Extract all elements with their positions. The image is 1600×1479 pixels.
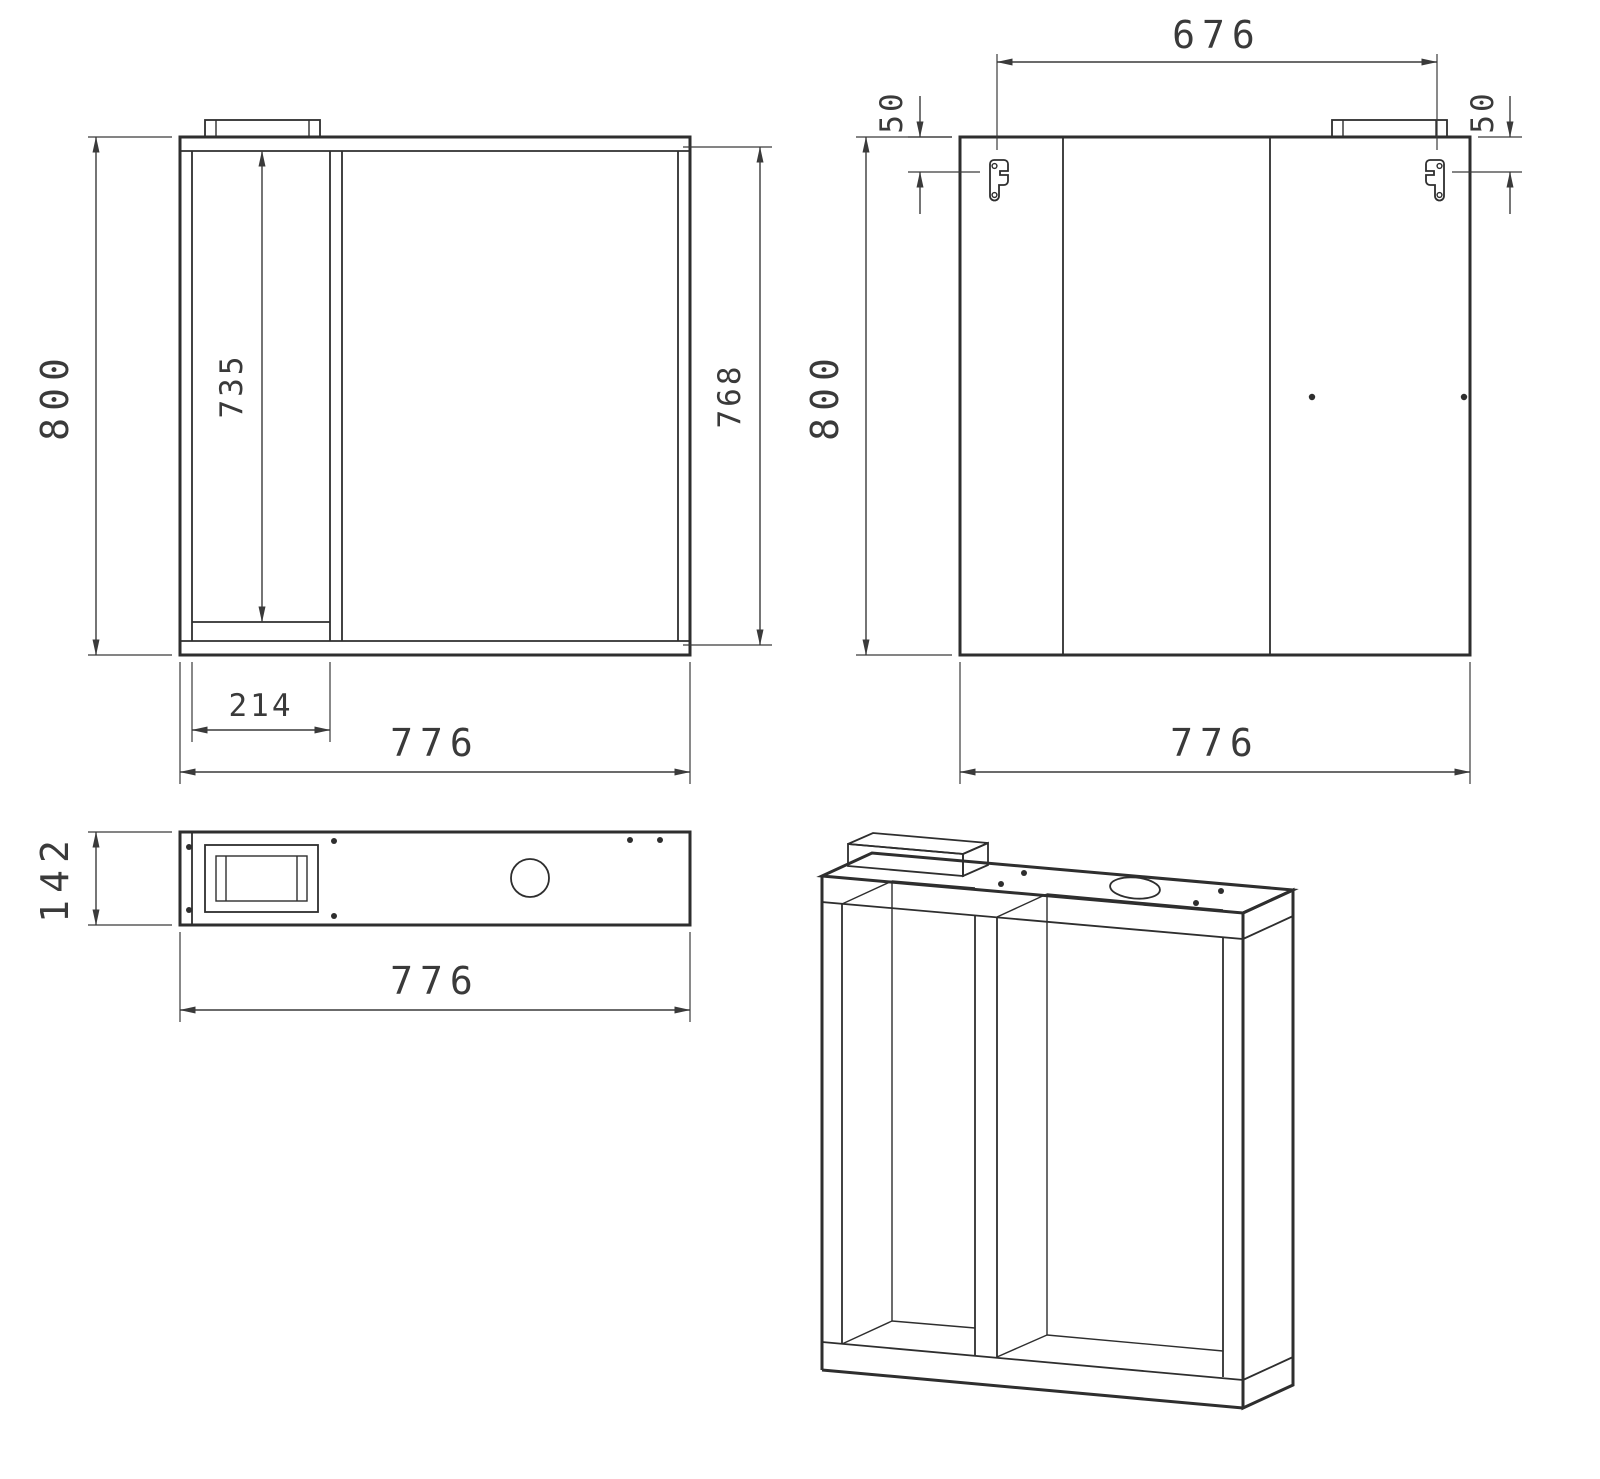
back-view-dimensions: 676 50 50 800 776 <box>803 13 1522 784</box>
bottom-depth-dim-label: 142 <box>33 833 77 923</box>
back-height-dim-label: 800 <box>803 351 847 441</box>
front-height-dim-label: 800 <box>33 351 77 441</box>
back-hanger-offset-right-dim-label: 50 <box>1465 90 1501 133</box>
hanger-bracket-icon <box>989 159 1009 202</box>
iso-lamp-box <box>847 832 989 878</box>
bottom-width-dim-label: 776 <box>390 959 480 1003</box>
front-cabinet-outline <box>178 135 692 657</box>
back-lamp-box <box>1331 119 1448 138</box>
front-width-dim-label: 776 <box>390 721 480 765</box>
iso-cable-hole <box>1109 876 1161 900</box>
isometric-view <box>816 832 1299 1411</box>
back-screw-dot <box>1308 393 1316 401</box>
back-hanger-offset-left-dim-label: 50 <box>874 90 910 133</box>
back-hanger-spacing-dim-label: 676 <box>1172 13 1262 57</box>
back-view-cabinet <box>958 119 1472 657</box>
back-view: 676 50 50 800 776 <box>803 13 1522 784</box>
back-cabinet-outline <box>958 135 1472 657</box>
front-lamp-box <box>204 119 321 138</box>
bottom-view: 142 776 <box>33 830 692 1022</box>
front-inner-height-dim-label: 735 <box>214 354 250 419</box>
bottom-cable-hole <box>510 858 550 898</box>
back-screw-dot <box>1460 393 1468 401</box>
front-shelf-width-dim-label: 214 <box>229 688 294 724</box>
bottom-lamp-footprint <box>204 844 319 913</box>
front-view-dimensions: 800 735 768 214 776 <box>33 136 772 784</box>
front-view-cabinet <box>178 119 692 657</box>
front-door-height-dim-label: 768 <box>712 364 748 429</box>
front-view: 800 735 768 214 776 <box>33 119 772 784</box>
bottom-view-cabinet <box>178 830 692 927</box>
iso-right-side <box>1241 887 1295 1411</box>
bottom-cabinet-outline <box>178 830 692 927</box>
hanger-bracket-icon <box>1425 159 1445 202</box>
back-width-dim-label: 776 <box>1170 721 1260 765</box>
bottom-view-dimensions: 142 776 <box>33 831 691 1022</box>
